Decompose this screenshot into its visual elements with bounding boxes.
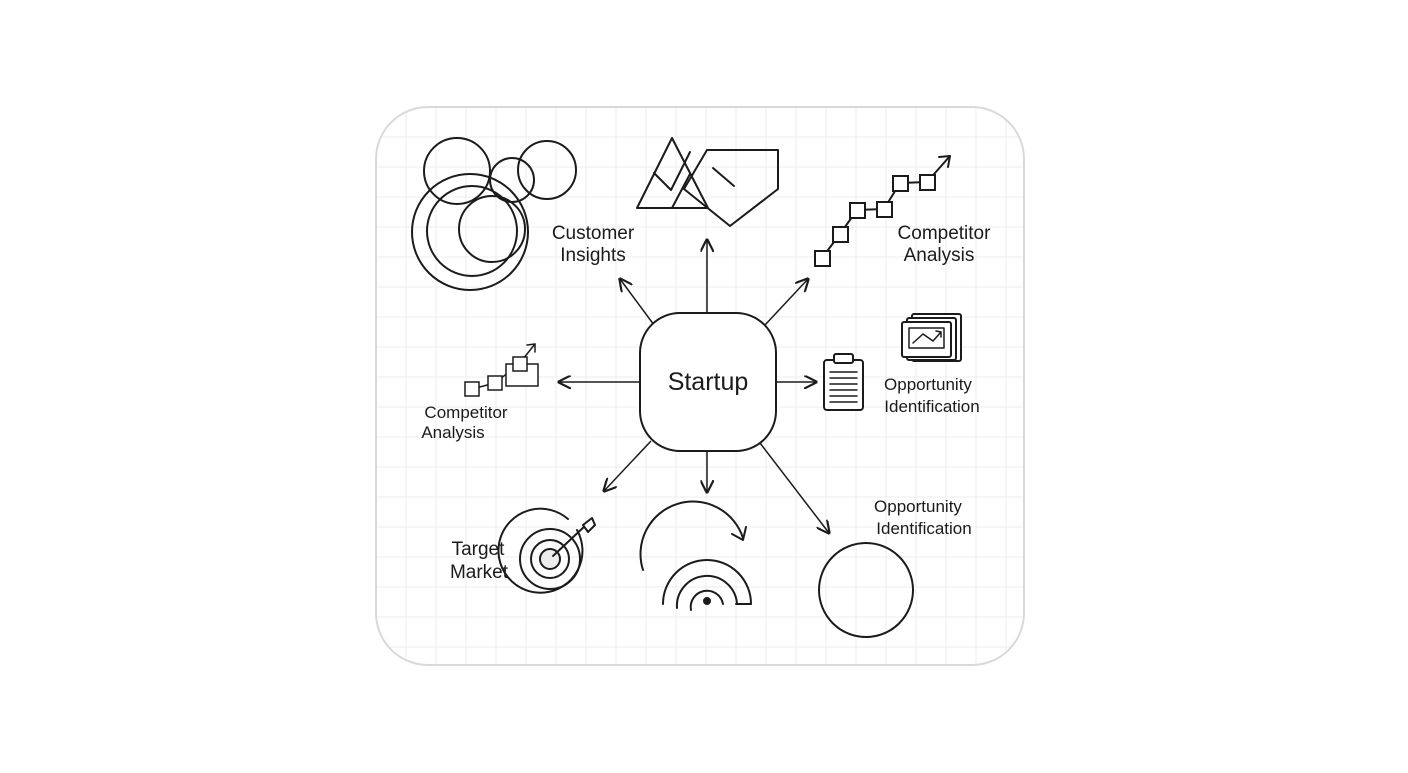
overlapping-circles-icon [411,137,577,291]
center-node[interactable]: Startup [639,312,777,452]
node-competitor-analysis-left[interactable]: Competitor Analysis [421,403,508,442]
customer-insights-label-line1: Customer [552,223,635,244]
chart-cards-icon [901,313,962,362]
node-target-market[interactable]: Target Market [450,539,509,583]
opportunity-right-label-line1: Opportunity [884,375,972,394]
opportunity-right-label-line2: Identification [884,397,979,416]
node-opportunity-identification-bottom[interactable]: Opportunity Identification [874,497,972,538]
mountain-hexagon-icon [636,137,779,227]
target-market-label-line1: Target [452,539,506,560]
small-rising-steps-icon [464,343,539,397]
rising-steps-arrow-icon [814,155,951,267]
competitor-analysis-top-label-line2: Analysis [904,245,975,266]
connector-competitor-analysis-top [764,279,808,326]
target-dart-icon [497,507,596,594]
node-customer-insights[interactable]: Customer Insights [552,223,635,266]
connector-target-market [604,440,652,491]
connector-opportunity-bottom [759,442,829,533]
rotation-arc-icon [639,500,752,611]
node-opportunity-identification-right[interactable]: Opportunity Identification [884,375,980,416]
circle-icon [818,542,914,638]
competitor-analysis-left-label-line1: Competitor [424,403,507,422]
customer-insights-label-line2: Insights [560,245,625,266]
opportunity-bottom-label-line2: Identification [876,519,971,538]
opportunity-bottom-label-line1: Opportunity [874,497,962,516]
clipboard-icon [823,353,864,411]
target-market-label-line2: Market [450,562,509,583]
node-competitor-analysis-top[interactable]: Competitor Analysis [898,223,992,266]
connectors [559,240,829,533]
center-label: Startup [668,368,749,396]
competitor-analysis-top-label-line1: Competitor [898,223,992,244]
connector-customer-insights [620,279,655,326]
competitor-analysis-left-label-line2: Analysis [421,423,484,442]
